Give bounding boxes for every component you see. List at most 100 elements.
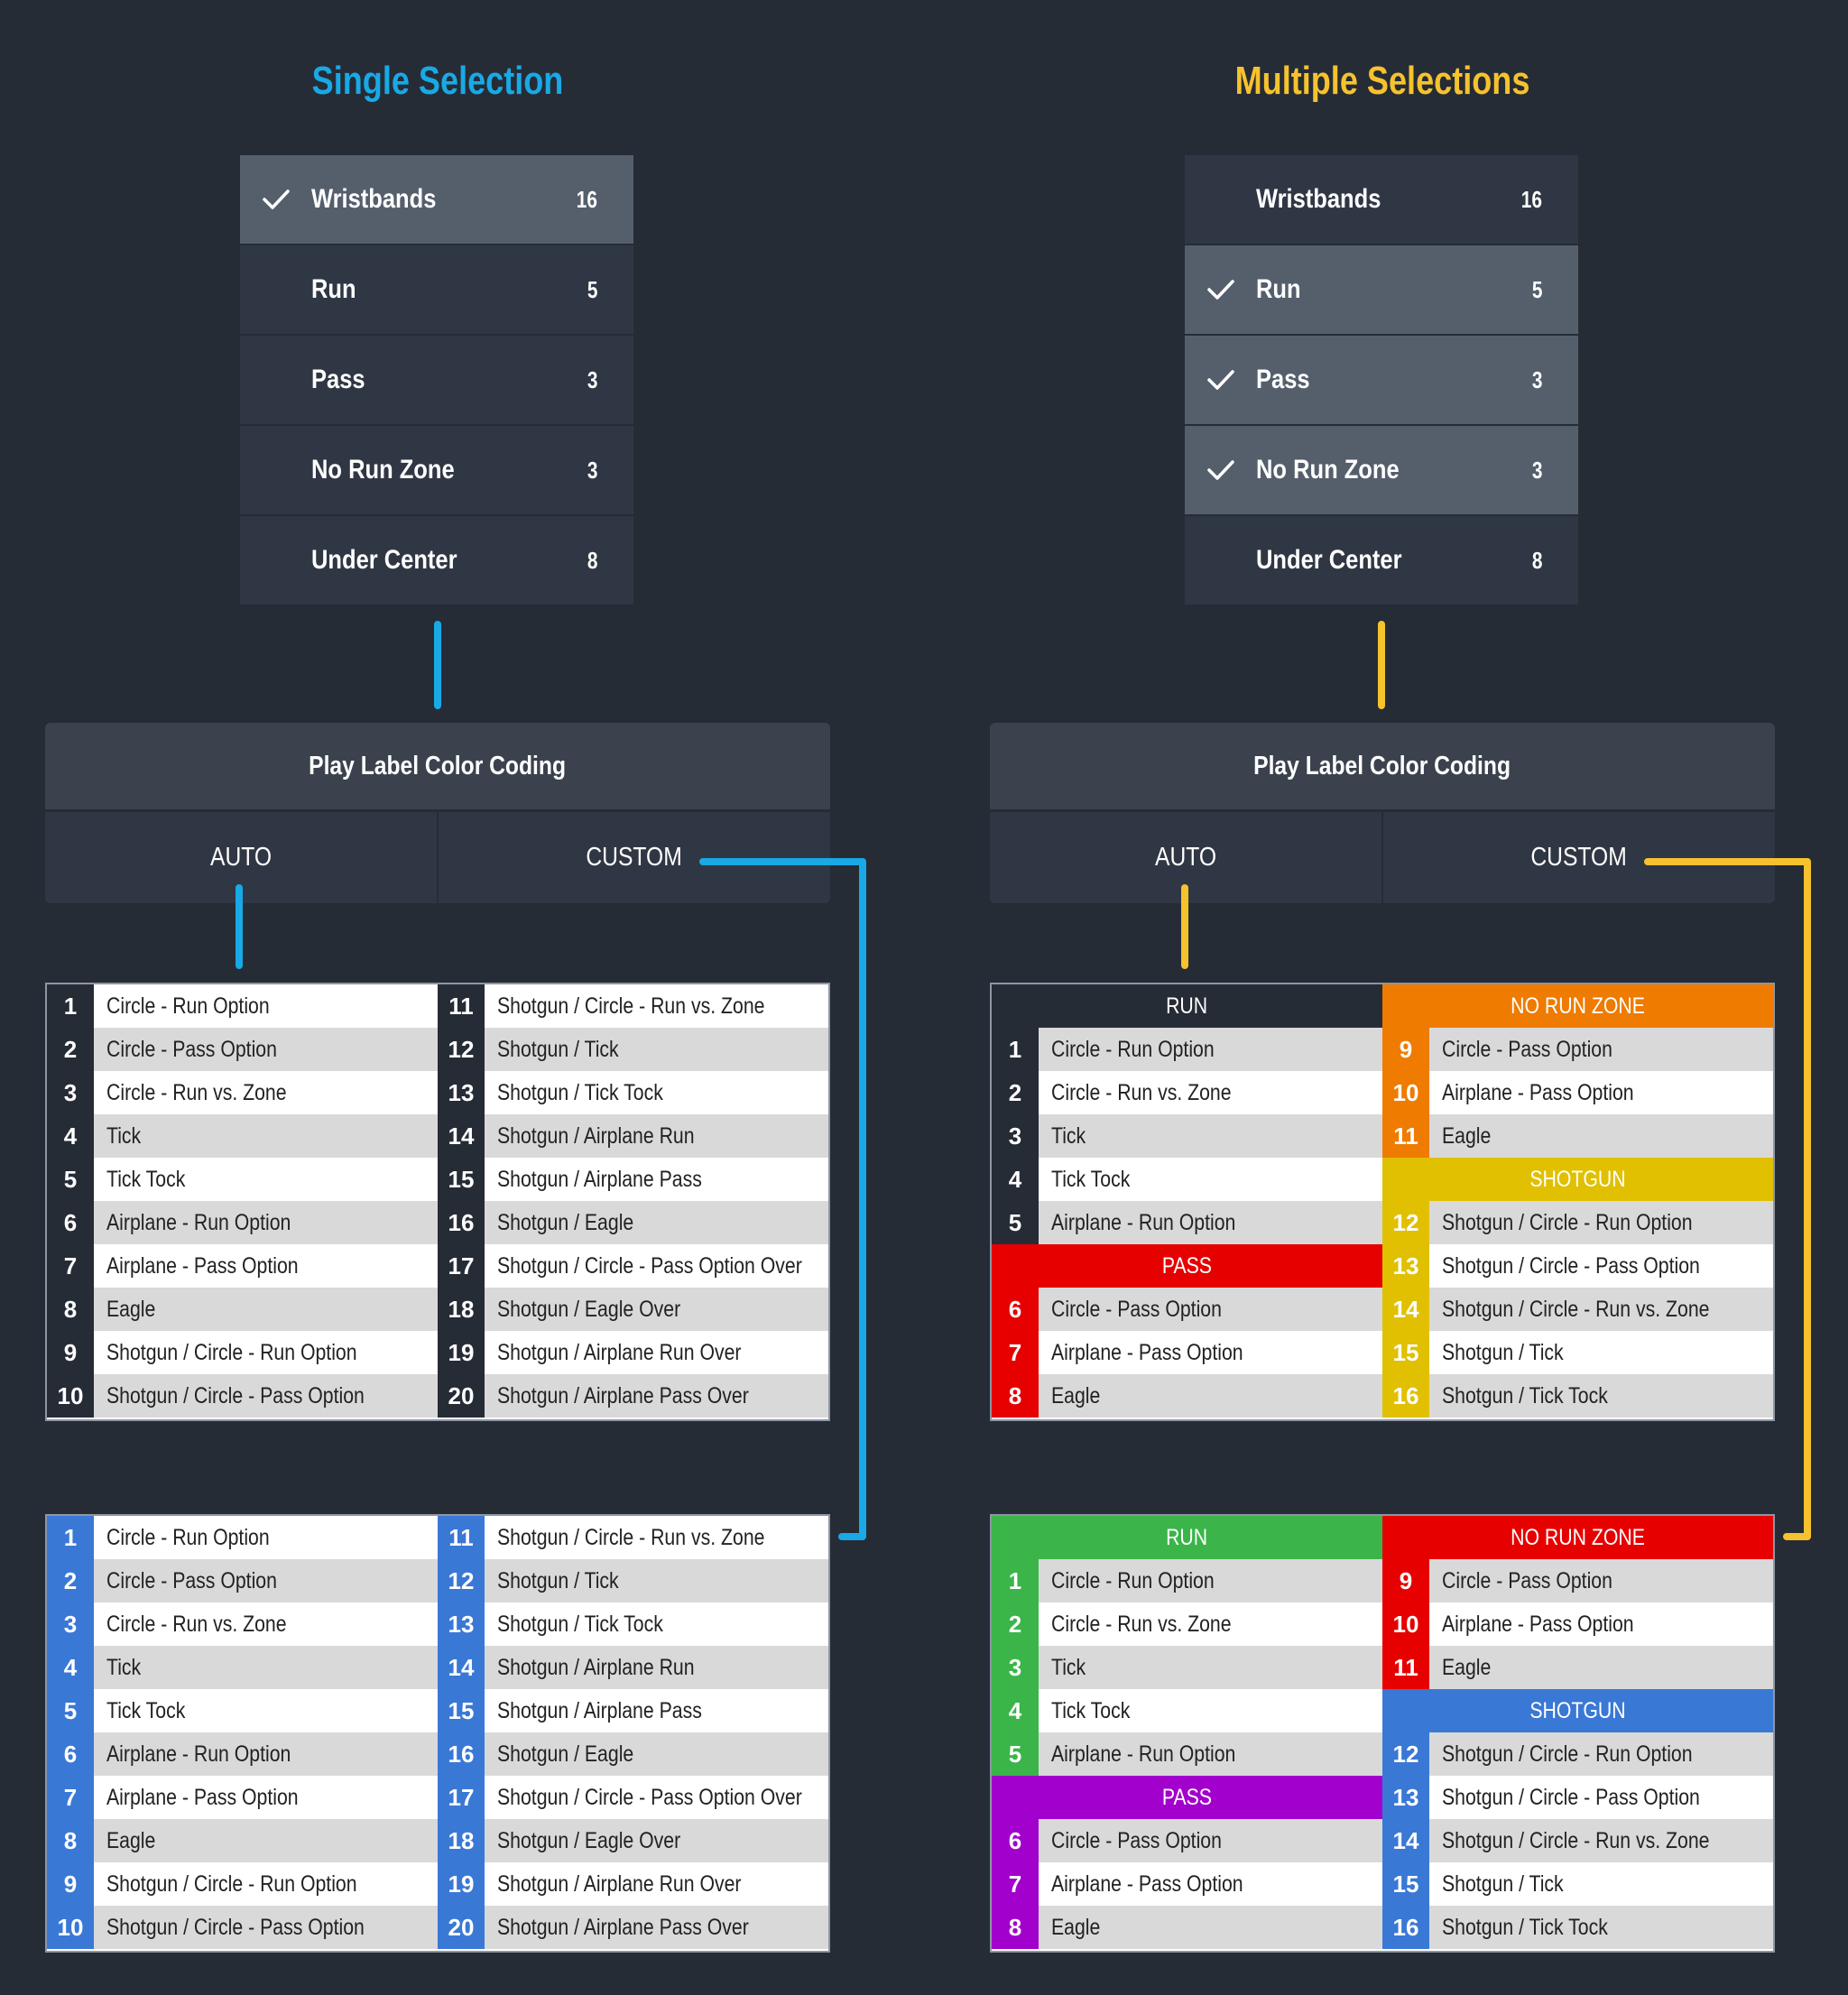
play-number: 2 <box>47 1028 94 1071</box>
play-label: Circle - Pass Option <box>1039 1819 1382 1862</box>
play-label: Tick Tock <box>1039 1158 1382 1201</box>
play-number: 12 <box>1382 1201 1429 1244</box>
list-item-under-center[interactable]: Under Center 8 <box>240 516 633 605</box>
play-label: Shotgun / Tick Tock <box>485 1602 828 1646</box>
play-number: 1 <box>992 1559 1039 1602</box>
tab-auto[interactable]: AUTO <box>990 812 1381 903</box>
single-selection-list: Wristbands 16 Run 5 Pass 3 No Run Zone 3… <box>240 155 633 606</box>
play-number: 6 <box>992 1288 1039 1331</box>
play-label: Airplane - Pass Option <box>1039 1862 1382 1906</box>
list-item-wristbands[interactable]: Wristbands 16 <box>1185 155 1578 244</box>
play-number: 10 <box>1382 1602 1429 1646</box>
group-header: SHOTGUN <box>1382 1689 1773 1732</box>
tab-custom[interactable]: CUSTOM <box>1383 812 1775 903</box>
list-item-no-run-zone[interactable]: No Run Zone 3 <box>240 426 633 514</box>
play-number: 6 <box>47 1201 94 1244</box>
play-label: Circle - Run vs. Zone <box>1039 1602 1382 1646</box>
play-number: 8 <box>47 1819 94 1862</box>
play-number: 16 <box>438 1201 485 1244</box>
play-label: Shotgun / Airplane Pass Over <box>485 1374 828 1418</box>
play-label: Shotgun / Circle - Pass Option Over <box>485 1776 828 1819</box>
list-item-count: 3 <box>587 457 597 484</box>
play-label: Shotgun / Circle - Run Option <box>1429 1732 1773 1776</box>
group-header: SHOTGUN <box>1382 1158 1773 1201</box>
list-item-count: 16 <box>1520 186 1542 213</box>
play-number: 13 <box>1382 1244 1429 1288</box>
play-number: 19 <box>438 1331 485 1374</box>
play-number: 16 <box>1382 1906 1429 1949</box>
play-label: Airplane - Pass Option <box>94 1244 438 1288</box>
play-number: 13 <box>438 1602 485 1646</box>
play-number: 9 <box>1382 1559 1429 1602</box>
play-label: Eagle <box>94 1288 438 1331</box>
play-number: 7 <box>992 1862 1039 1906</box>
tab-custom[interactable]: CUSTOM <box>439 812 830 903</box>
play-label: Shotgun / Circle - Run Option <box>94 1331 438 1374</box>
play-label-color-coding-panel: Play Label Color Coding AUTO CUSTOM <box>45 723 830 903</box>
play-label: Airplane - Pass Option <box>94 1776 438 1819</box>
list-item-run[interactable]: Run 5 <box>240 245 633 334</box>
group-header: PASS <box>992 1244 1382 1288</box>
list-item-pass[interactable]: Pass 3 <box>240 336 633 424</box>
play-label: Tick <box>1039 1114 1382 1158</box>
list-item-label: Under Center <box>311 545 457 575</box>
group-header: NO RUN ZONE <box>1382 1516 1773 1559</box>
play-number: 5 <box>992 1732 1039 1776</box>
play-number: 5 <box>47 1689 94 1732</box>
connector-line <box>1378 621 1385 709</box>
play-number: 4 <box>992 1689 1039 1732</box>
play-number: 10 <box>47 1906 94 1949</box>
play-label: Circle - Run vs. Zone <box>94 1071 438 1114</box>
list-item-count: 3 <box>1531 457 1542 484</box>
play-number: 9 <box>47 1862 94 1906</box>
list-item-under-center[interactable]: Under Center 8 <box>1185 516 1578 605</box>
connector-line <box>1181 884 1188 969</box>
play-label: Airplane - Pass Option <box>1429 1602 1773 1646</box>
play-label: Circle - Run vs. Zone <box>94 1602 438 1646</box>
list-item-wristbands[interactable]: Wristbands 16 <box>240 155 633 244</box>
group-header: RUN <box>992 1516 1382 1559</box>
play-label: Shotgun / Circle - Pass Option <box>94 1374 438 1418</box>
play-label: Shotgun / Circle - Pass Option <box>1429 1776 1773 1819</box>
list-item-no-run-zone[interactable]: No Run Zone 3 <box>1185 426 1578 514</box>
play-number: 9 <box>47 1331 94 1374</box>
play-number: 3 <box>992 1114 1039 1158</box>
play-label: Tick Tock <box>94 1689 438 1732</box>
connector-line <box>434 621 441 709</box>
play-label: Shotgun / Circle - Run vs. Zone <box>1429 1288 1773 1331</box>
play-number: 10 <box>1382 1071 1429 1114</box>
play-number: 2 <box>47 1559 94 1602</box>
list-item-run[interactable]: Run 5 <box>1185 245 1578 334</box>
play-number: 7 <box>47 1776 94 1819</box>
play-label: Tick <box>94 1646 438 1689</box>
list-item-pass[interactable]: Pass 3 <box>1185 336 1578 424</box>
play-number: 12 <box>438 1559 485 1602</box>
list-item-label: Pass <box>311 365 365 394</box>
play-number: 15 <box>438 1689 485 1732</box>
